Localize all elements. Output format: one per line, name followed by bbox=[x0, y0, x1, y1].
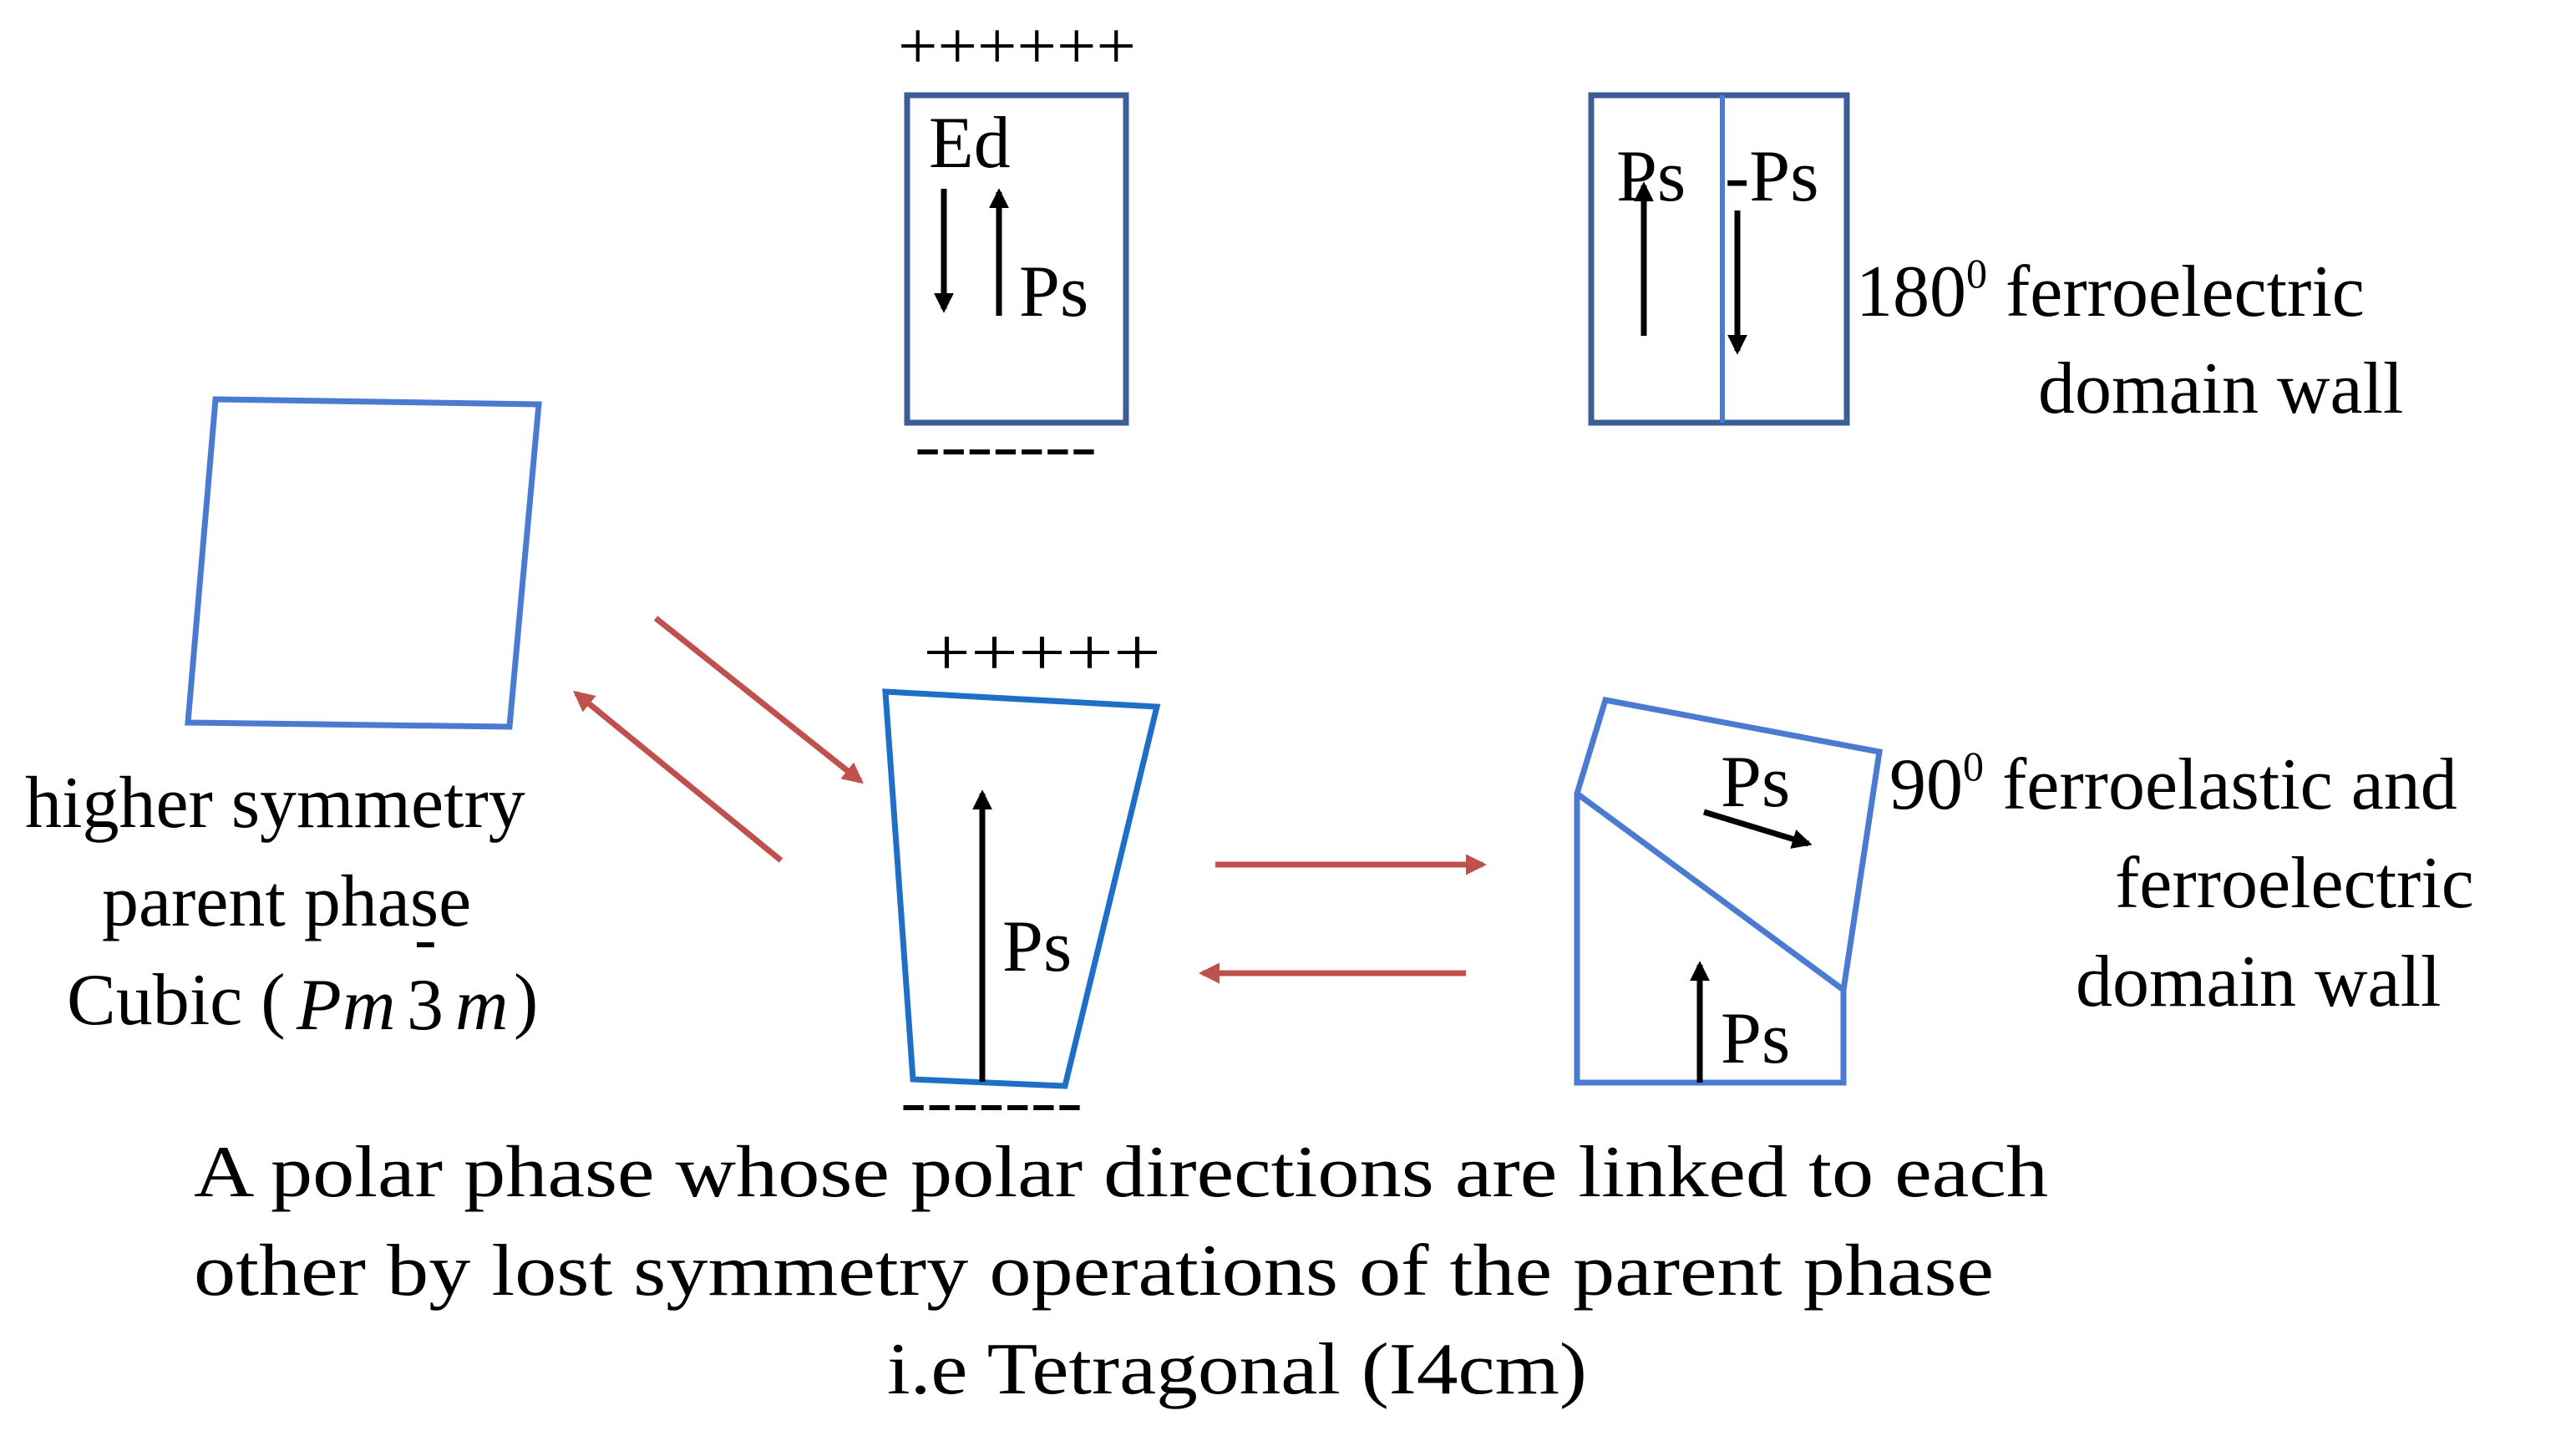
cubic-square bbox=[185, 396, 542, 730]
polar-trapezoid bbox=[882, 688, 1161, 1089]
domain-90-wall bbox=[1575, 791, 1846, 992]
depolarization-box bbox=[904, 92, 1129, 426]
top-box-negative-charges: ------- bbox=[915, 409, 1097, 483]
domain-90-ps-lower: Ps bbox=[1721, 998, 1790, 1079]
domain-180-box bbox=[1588, 92, 1850, 426]
domain-180-group: Ps -Ps 1800 ferroelectric domain wall bbox=[1588, 92, 2403, 429]
polar-ps-label: Ps bbox=[1002, 906, 1072, 987]
top-ps-label: Ps bbox=[1019, 251, 1088, 332]
space-group-three: 3 bbox=[407, 965, 444, 1046]
top-box-positive-charges: ++++++ bbox=[898, 10, 1136, 84]
space-group-p: P bbox=[296, 965, 342, 1046]
cubic-caption-line3: Cubic ( bbox=[67, 960, 286, 1041]
polar-domain-arrows bbox=[1198, 854, 1488, 984]
polar-positive-charges: +++++ bbox=[923, 616, 1161, 690]
domain-180-ps-right: -Ps bbox=[1725, 136, 1819, 217]
space-group-m1: m bbox=[342, 965, 396, 1046]
domain-90-ps-upper: Ps bbox=[1721, 742, 1790, 823]
space-group-bar: - bbox=[414, 902, 437, 976]
cubic-caption-line3-suffix: ) bbox=[514, 960, 538, 1041]
polar-phase-group: +++++ Ps ------- bbox=[882, 616, 1161, 1139]
cubic-phase-group: higher symmetry parent phase Cubic ( P m… bbox=[25, 396, 542, 1046]
domain-90-group: Ps Ps 900 ferroelastic and ferroelectric… bbox=[1574, 696, 2474, 1086]
bottom-caption-line1: A polar phase whose polar directions are… bbox=[194, 1132, 2048, 1213]
space-group-m2: m bbox=[455, 965, 509, 1046]
ed-label: Ed bbox=[929, 103, 1011, 184]
depolarization-box-group: ++++++ Ed Ps ------- bbox=[898, 10, 1136, 483]
bottom-caption-line2: other by lost symmetry operations of the… bbox=[194, 1230, 1994, 1312]
domain-90-caption-line1: 900 ferroelastic and bbox=[1889, 743, 2457, 825]
domain-90-tilted-arrow bbox=[1702, 809, 1813, 849]
reverse-arrow-polar-to-cubic bbox=[573, 690, 783, 863]
cubic-caption-line2: parent phase bbox=[102, 861, 471, 942]
bottom-caption: A polar phase whose polar directions are… bbox=[194, 1132, 2048, 1410]
forward-arrow-cubic-to-polar bbox=[653, 616, 864, 784]
bottom-caption-line3: i.e Tetragonal (I4cm) bbox=[887, 1329, 1587, 1410]
domain-180-caption-line2: domain wall bbox=[2038, 348, 2403, 429]
domain-180-ps-left: Ps bbox=[1616, 136, 1686, 217]
domain-90-caption-line3: domain wall bbox=[2076, 941, 2441, 1022]
domain-180-caption-line1: 1800 ferroelectric bbox=[1856, 250, 2365, 332]
cubic-polar-arrows bbox=[573, 616, 864, 863]
domain-90-caption-line2: ferroelectric bbox=[2115, 843, 2474, 924]
cubic-caption-line1: higher symmetry bbox=[25, 763, 525, 844]
polar-negative-charges: ------- bbox=[900, 1065, 1083, 1139]
